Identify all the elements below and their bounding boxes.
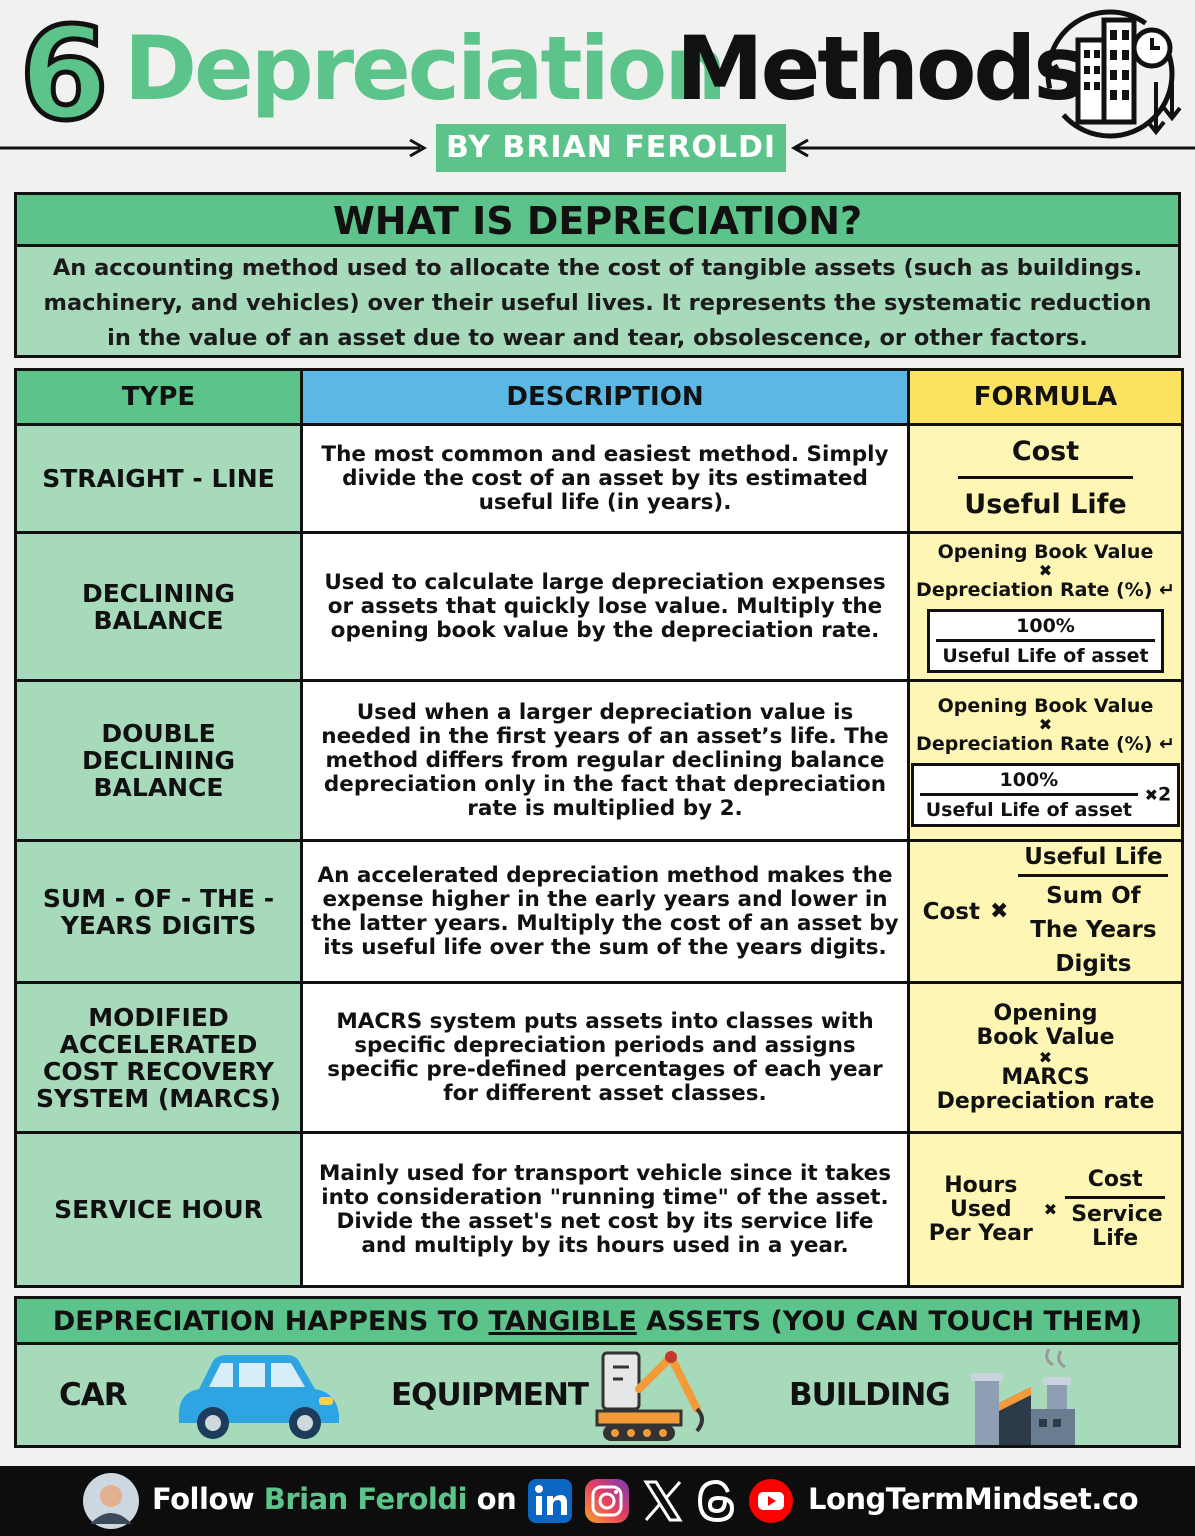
formula-line2: Depreciation Rate (%) ↵ xyxy=(910,733,1181,755)
instagram-icon[interactable] xyxy=(584,1478,630,1524)
footer-on: on xyxy=(467,1482,517,1516)
header-formula: FORMULA xyxy=(907,368,1184,426)
formula-multiplier: 2 xyxy=(1158,783,1172,805)
linkedin-icon[interactable] xyxy=(527,1478,573,1524)
header-description: DESCRIPTION xyxy=(300,368,910,426)
formula-denominator: Service Life xyxy=(1071,1202,1163,1251)
formula-line1: Opening Book Value xyxy=(937,540,1154,563)
formula-line1: Opening Book Value xyxy=(976,1000,1115,1050)
factory-icon xyxy=(971,1348,1075,1445)
formula-numerator: 100% xyxy=(936,615,1155,642)
tangible-heading: DEPRECIATION HAPPENS TO TANGIBLE ASSETS … xyxy=(17,1299,1178,1345)
robot-arm-icon xyxy=(595,1350,704,1441)
title-depreciation: Depreciation xyxy=(124,17,727,120)
asset-label-car: CAR xyxy=(59,1377,128,1413)
avatar xyxy=(83,1473,139,1529)
formula-numerator: 100% xyxy=(919,769,1138,796)
formula-left: Cost xyxy=(922,898,980,925)
method-description: Used to calculate large depreciation exp… xyxy=(300,531,910,682)
multiply-icon: ✖ xyxy=(989,898,1009,924)
return-arrow-icon: ↵ xyxy=(1159,578,1175,601)
definition-text: An accounting method used to allocate th… xyxy=(43,255,1152,351)
building-clock-icon xyxy=(1039,9,1182,139)
formula-denominator: Useful Life xyxy=(964,489,1127,520)
footer-name: Brian Feroldi xyxy=(263,1482,468,1516)
formula-rate-box: 100% Useful Life of asset xyxy=(927,608,1164,673)
methods-table: TYPE DESCRIPTION FORMULA STRAIGHT - LINE… xyxy=(14,368,1184,1288)
method-formula: Cost ✖ Useful Life Sum Of The Years Digi… xyxy=(907,839,1184,984)
youtube-icon[interactable] xyxy=(748,1478,794,1524)
tangible-heading-post: ASSETS (YOU CAN TOUCH THEM) xyxy=(636,1306,1143,1337)
formula-denominator: Useful Life of asset xyxy=(925,798,1132,821)
formula-fraction: Cost Useful Life xyxy=(958,432,1133,525)
method-formula: Opening Book Value ✖ Depreciation Rate (… xyxy=(907,531,1184,682)
multiply-icon: ✖ xyxy=(1038,714,1053,734)
arrow-left-decoration xyxy=(790,138,1195,158)
method-description: Mainly used for transport vehicle since … xyxy=(300,1131,910,1288)
formula-line2-text: Depreciation Rate (%) xyxy=(916,732,1153,755)
asset-label-equipment: EQUIPMENT xyxy=(391,1377,589,1413)
formula-rate-box: 100% Useful Life of asset ✖2 xyxy=(910,762,1181,827)
formula-line1: Opening Book Value xyxy=(937,694,1154,717)
definition-box: WHAT IS DEPRECIATION? An accounting meth… xyxy=(14,192,1181,358)
multiply-icon: ✖ xyxy=(1038,1047,1053,1067)
table-row: DOUBLE DECLINING BALANCE Used when a lar… xyxy=(14,679,1184,842)
method-type: SUM - OF - THE - YEARS DIGITS xyxy=(14,839,303,984)
table-row: MODIFIED ACCELERATED COST RECOVERY SYSTE… xyxy=(14,981,1184,1134)
table-row: DECLINING BALANCE Used to calculate larg… xyxy=(14,531,1184,682)
table-row: SUM - OF - THE - YEARS DIGITS An acceler… xyxy=(14,839,1184,984)
footer-follow-text: Follow Brian Feroldi on xyxy=(152,1482,517,1516)
method-formula: Hours Used Per Year ✖ Cost Service Life xyxy=(907,1131,1184,1288)
tangible-heading-pre: DEPRECIATION HAPPENS TO xyxy=(52,1306,489,1337)
footer-follow-label: Follow xyxy=(152,1482,264,1516)
definition-heading: WHAT IS DEPRECIATION? xyxy=(17,195,1178,247)
method-description: An accelerated depreciation method makes… xyxy=(300,839,910,984)
formula-line2-text: Depreciation Rate (%) xyxy=(916,578,1153,601)
formula-line2: Depreciation Rate (%) ↵ xyxy=(910,579,1181,601)
method-type: SERVICE HOUR xyxy=(14,1131,303,1288)
formula-left: Hours Used Per Year xyxy=(928,1172,1033,1246)
multiply-icon: ✖ xyxy=(1144,785,1159,804)
method-description: Used when a larger depreciation value is… xyxy=(300,679,910,842)
formula-numerator: Cost xyxy=(1065,1168,1166,1199)
multiply-icon: ✖ xyxy=(1043,1199,1058,1219)
formula-numerator: Cost xyxy=(958,432,1133,479)
formula-fraction: Useful Life Sum Of The Years Digits xyxy=(1018,842,1169,981)
footer-bar: Follow Brian Feroldi on LongTermMindset.… xyxy=(0,1466,1195,1536)
table-header-row: TYPE DESCRIPTION FORMULA xyxy=(14,368,1184,426)
x-icon[interactable] xyxy=(640,1478,686,1524)
formula-line2: MARCS Depreciation rate xyxy=(936,1064,1155,1114)
header-type: TYPE xyxy=(14,368,303,426)
tangible-assets-box: DEPRECIATION HAPPENS TO TANGIBLE ASSETS … xyxy=(14,1296,1181,1448)
title-methods: Methods xyxy=(676,17,1086,120)
method-formula: Opening Book Value ✖ MARCS Depreciation … xyxy=(907,981,1184,1134)
car-icon xyxy=(178,1355,339,1439)
method-type: DOUBLE DECLINING BALANCE xyxy=(14,679,303,842)
multiply-icon: ✖ xyxy=(1038,560,1053,580)
method-type: MODIFIED ACCELERATED COST RECOVERY SYSTE… xyxy=(14,981,303,1134)
method-description: The most common and easiest method. Simp… xyxy=(300,423,910,534)
method-formula: Opening Book Value ✖ Depreciation Rate (… xyxy=(907,679,1184,842)
byline: BY BRIAN FEROLDI xyxy=(436,124,786,172)
formula-numerator: Useful Life xyxy=(1018,842,1169,877)
method-type: STRAIGHT - LINE xyxy=(14,423,303,534)
tangible-heading-underlined: TANGIBLE xyxy=(488,1306,637,1337)
method-type: DECLINING BALANCE xyxy=(14,531,303,682)
method-formula: Cost Useful Life xyxy=(907,423,1184,534)
method-description: MACRS system puts assets into classes wi… xyxy=(300,981,910,1134)
formula-denominator: Sum Of The Years Digits xyxy=(1030,883,1157,977)
formula-fraction: Cost Service Life xyxy=(1065,1168,1166,1251)
footer-website[interactable]: LongTermMindset.co xyxy=(808,1482,1139,1516)
asset-label-building: BUILDING xyxy=(789,1377,951,1413)
formula-denominator: Useful Life of asset xyxy=(942,644,1149,667)
title-number: 6 xyxy=(17,0,111,149)
table-row: STRAIGHT - LINE The most common and easi… xyxy=(14,423,1184,534)
arrow-right-decoration xyxy=(0,138,428,158)
threads-icon[interactable] xyxy=(694,1478,740,1524)
table-row: SERVICE HOUR Mainly used for transport v… xyxy=(14,1131,1184,1288)
return-arrow-icon: ↵ xyxy=(1159,732,1175,755)
